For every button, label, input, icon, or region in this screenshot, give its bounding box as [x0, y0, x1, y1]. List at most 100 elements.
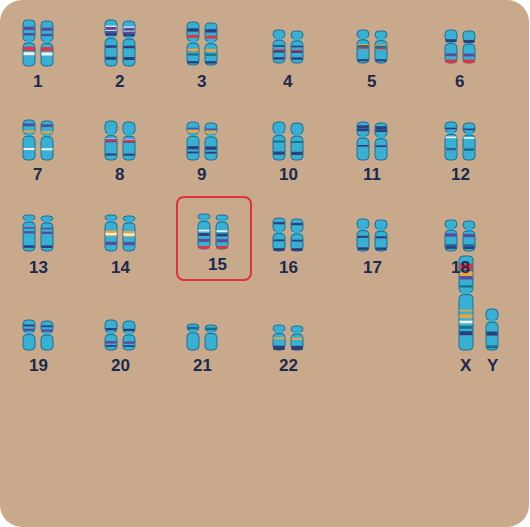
chromatid — [463, 221, 475, 251]
chromosome-band — [376, 129, 387, 131]
chromosome-arm — [463, 135, 475, 160]
chromatid — [187, 324, 199, 350]
chromosome-band — [446, 149, 457, 151]
chromosome-band — [358, 125, 369, 128]
chromosome-band — [188, 146, 199, 149]
chromosome-band — [42, 53, 53, 56]
chromatid — [105, 20, 117, 66]
chromosome-band — [446, 148, 457, 151]
chromosome-arm — [105, 136, 117, 160]
chromosome-band — [292, 338, 303, 340]
chromosome-arm — [105, 121, 117, 134]
chromosome-band — [42, 245, 53, 248]
chromatid — [273, 30, 285, 63]
chromatid — [216, 215, 228, 249]
chromosome-arm — [123, 21, 135, 37]
chromosome-band — [24, 130, 35, 132]
chromosome-band — [188, 53, 199, 55]
chromatid — [445, 122, 457, 160]
chromosome-number: 5 — [367, 72, 376, 92]
chromosome-arm — [216, 222, 228, 249]
chromatid — [41, 21, 53, 66]
chromosome-band — [446, 233, 457, 236]
chromosome-band — [292, 346, 303, 349]
chromosome-number: 6 — [455, 72, 464, 92]
chromosome-band — [24, 123, 35, 125]
chromosome-band — [24, 245, 35, 248]
chromosome-arm — [205, 44, 217, 65]
chromosome-arm — [41, 44, 53, 66]
chromatid — [357, 30, 369, 63]
chromosome-number: 4 — [283, 72, 292, 92]
chromosome-arm — [198, 221, 210, 249]
chromosome-arm — [375, 41, 387, 63]
chromosome-number: 2 — [115, 72, 124, 92]
chromosome-band — [274, 222, 285, 224]
chromosome-arm — [105, 222, 117, 251]
chromosome-arm — [357, 122, 369, 136]
chromosome-arm — [375, 31, 387, 39]
chromosome-band — [206, 129, 217, 131]
chromosome-band — [292, 46, 303, 48]
chromosome-band — [274, 57, 285, 59]
chromosome-arm — [273, 218, 285, 232]
chromosome-arm — [23, 335, 35, 351]
chromosome-band — [188, 28, 199, 31]
chromatid — [273, 325, 285, 350]
chromatid — [375, 31, 387, 63]
chromosome-band — [358, 247, 369, 250]
chromosome-number: 14 — [111, 258, 130, 278]
chromosome-arm — [445, 230, 457, 251]
chromosome-band — [460, 326, 473, 329]
chromatid — [445, 30, 457, 63]
chromosome-band — [206, 146, 217, 149]
chromatid — [486, 309, 498, 350]
chromosome-arm — [41, 121, 53, 135]
chromatid — [198, 214, 210, 249]
chromosome-arm — [445, 44, 457, 63]
chromatid — [41, 121, 53, 160]
chromosome-band — [24, 124, 35, 126]
chromosome-band — [274, 337, 285, 339]
chromosome-band — [274, 141, 285, 143]
chromosome-band — [358, 145, 369, 147]
chromosome-number: 15 — [208, 255, 227, 275]
chromosome-band — [106, 341, 117, 343]
chromosome-band — [24, 227, 35, 229]
chromatid — [273, 218, 285, 251]
chromatid — [357, 219, 369, 251]
chromosome-band — [274, 49, 285, 51]
chromosome-band — [464, 148, 475, 151]
chromatid — [205, 123, 217, 160]
chromosome-arm — [291, 136, 303, 160]
chromosome-band — [188, 128, 199, 130]
chromosome-arm — [357, 231, 369, 251]
chromosome-arm — [357, 30, 369, 38]
chromosome-arm — [463, 231, 475, 251]
chromosome-arm — [187, 22, 199, 41]
chromosome-arm — [357, 40, 369, 63]
chromatid — [123, 216, 135, 251]
chromatid — [23, 320, 35, 350]
chromatid — [375, 123, 387, 160]
chromatid — [123, 321, 135, 350]
chromosome-band — [42, 125, 53, 127]
chromosome-band — [446, 128, 457, 130]
chromosome-arm — [187, 136, 199, 160]
chromosome-band — [42, 34, 53, 36]
chromosome-arm — [463, 31, 475, 42]
chromosome-band — [42, 47, 53, 51]
chromosome-band — [446, 244, 457, 246]
chromosome-arm — [123, 136, 135, 160]
chromosome-arm — [41, 321, 53, 333]
chromosome-arm — [23, 120, 35, 134]
chromosome-band — [206, 49, 217, 52]
chromosome-band — [106, 230, 117, 232]
chromosome-number: 16 — [279, 258, 298, 278]
chromosome-band — [292, 152, 303, 155]
chromosome-band — [106, 153, 117, 155]
chromosome-band — [376, 126, 387, 129]
chromosome-arm — [41, 223, 53, 251]
